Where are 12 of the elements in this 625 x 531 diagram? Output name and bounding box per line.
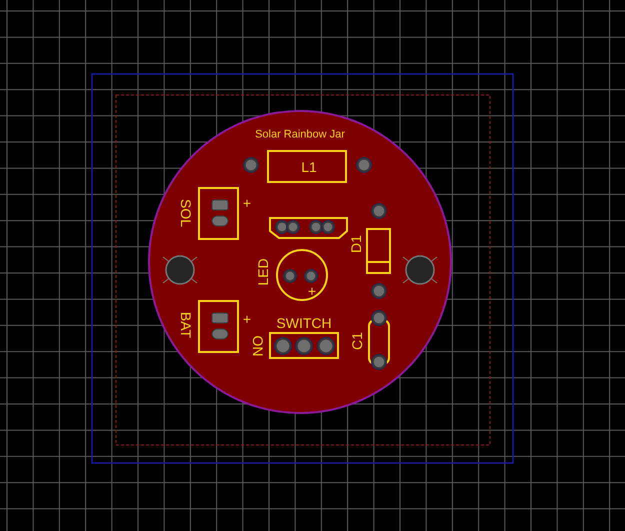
polarity-mark: + xyxy=(242,312,252,326)
polarity-mark: + xyxy=(242,196,252,210)
component-label: SWITCH xyxy=(276,316,332,330)
component-label: L1 xyxy=(301,160,317,174)
connector-label: BAT xyxy=(179,312,193,338)
board-title: Solar Rainbow Jar xyxy=(255,130,345,140)
component-label: LED xyxy=(256,258,270,286)
switch-position-label: ON xyxy=(251,336,265,356)
polarity-mark: + xyxy=(308,284,316,298)
component-label: C1 xyxy=(350,332,364,350)
connector-label: SOL xyxy=(179,199,193,227)
component-label: D1 xyxy=(349,235,363,253)
